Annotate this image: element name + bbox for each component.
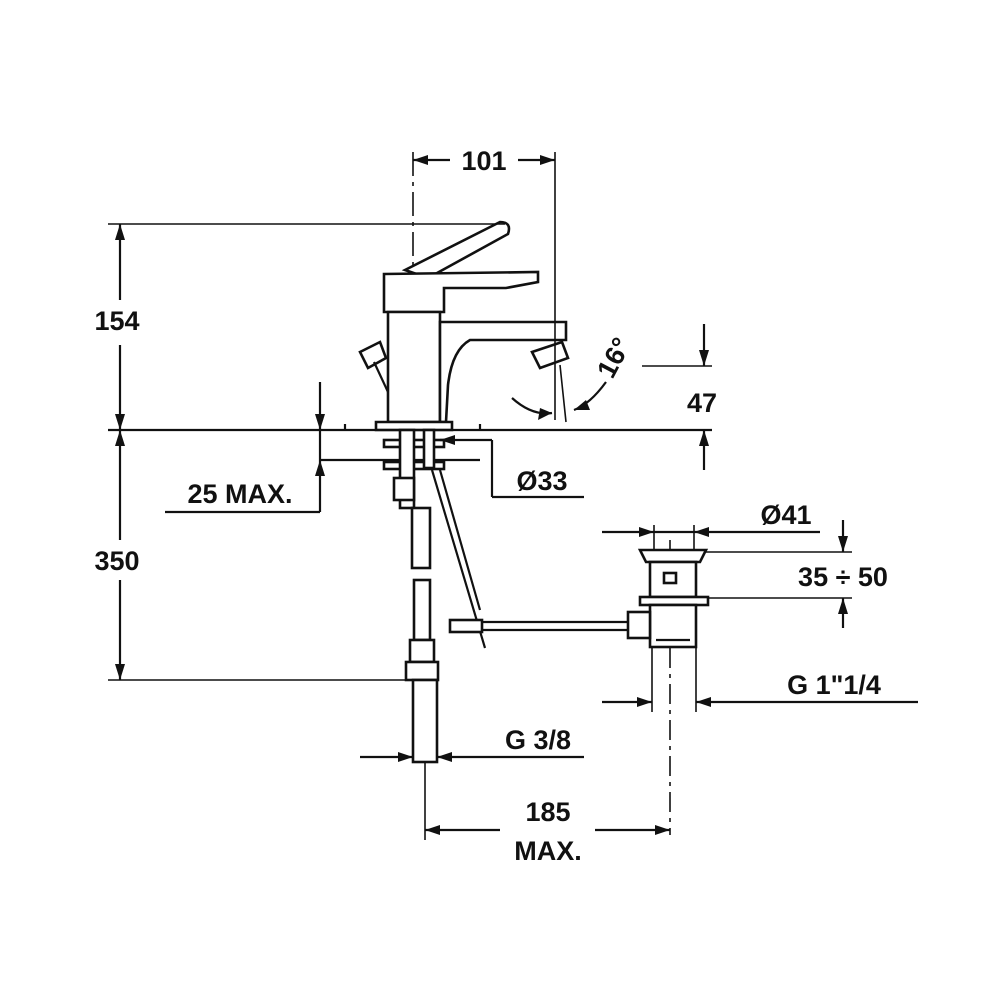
label-pull-rod-distance-suffix: MAX. [514,836,582,866]
label-below-deck-length: 350 [94,546,139,576]
label-pull-rod-distance-value: 185 [525,797,570,827]
dim-waste-thread [602,648,918,712]
label-height-above-deck: 154 [94,306,139,336]
label-spout-height: 47 [687,388,717,418]
dimension-labels: 101 154 350 25 MAX. Ø33 16° 47 Ø41 35 ÷ … [94,146,887,866]
dim-spout-angle-height [511,324,712,470]
dim-waste-range [706,520,852,628]
label-waste-range: 35 ÷ 50 [798,562,888,592]
dim-spout-reach [413,152,556,420]
dim-waste-diameter [602,525,820,550]
dim-deck-thickness [165,382,325,514]
below-deck-fittings [382,428,628,764]
dim-supply-thread [360,752,584,762]
label-waste-thread: G 1"1/4 [787,670,881,700]
label-waste-diameter: Ø41 [760,500,811,530]
label-supply-thread: G 3/8 [505,725,571,755]
faucet-body [358,220,570,432]
dim-height-above-deck [108,223,505,430]
label-deck-thickness: 25 MAX. [187,479,292,509]
dim-below-deck [108,430,408,681]
dim-hole-diameter [440,435,584,499]
label-spout-angle: 16° [591,333,637,383]
label-hole-diameter: Ø33 [516,466,567,496]
label-spout-reach: 101 [461,146,506,176]
waste-assembly [626,548,710,649]
dim-pull-rod-distance [424,762,670,840]
